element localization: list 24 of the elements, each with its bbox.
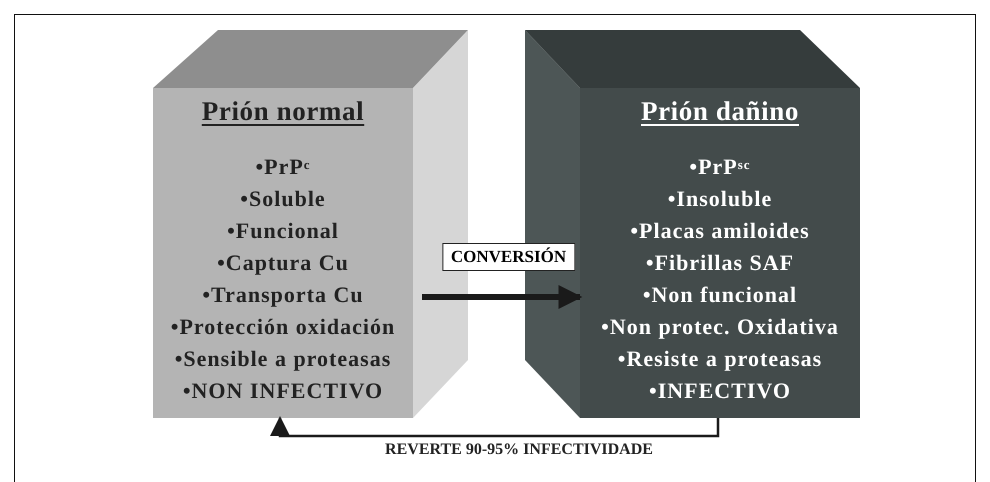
cube-front-face	[580, 88, 860, 418]
property-item: •Fibrillas SAF	[646, 249, 794, 277]
property-item: •Soluble	[240, 185, 326, 213]
property-item: •NON INFECTIVO	[182, 377, 384, 405]
property-item: •Insoluble	[668, 185, 772, 213]
property-item: •Non funcional	[642, 281, 798, 309]
property-item: •Resiste a proteasas	[618, 345, 822, 373]
property-item: •Protección oxidación	[170, 313, 396, 341]
edge-label: REVERTE 90-95% INFECTIVIDADE	[385, 441, 653, 459]
property-item: •Captura Cu	[217, 249, 349, 277]
edge-label: CONVERSIÓN	[442, 243, 576, 271]
property-item: •PrP$^{sc}$	[689, 153, 751, 181]
cube-front-face	[153, 88, 413, 418]
cube-heading: Prión normal	[202, 96, 364, 127]
arrow	[422, 285, 582, 309]
property-item: •Transporta Cu	[202, 281, 364, 309]
cube-heading: Prión dañino	[641, 96, 799, 127]
property-item: •Placas amiloides	[630, 217, 810, 245]
property-item: •Non protec. Oxidativa	[601, 313, 839, 341]
property-item: •Funcional	[227, 217, 339, 245]
arrow	[270, 416, 720, 438]
property-item: •INFECTIVO	[649, 377, 791, 405]
property-item: •PrP$^{c}$	[255, 153, 311, 181]
property-item: •Sensible a proteasas	[174, 345, 392, 373]
